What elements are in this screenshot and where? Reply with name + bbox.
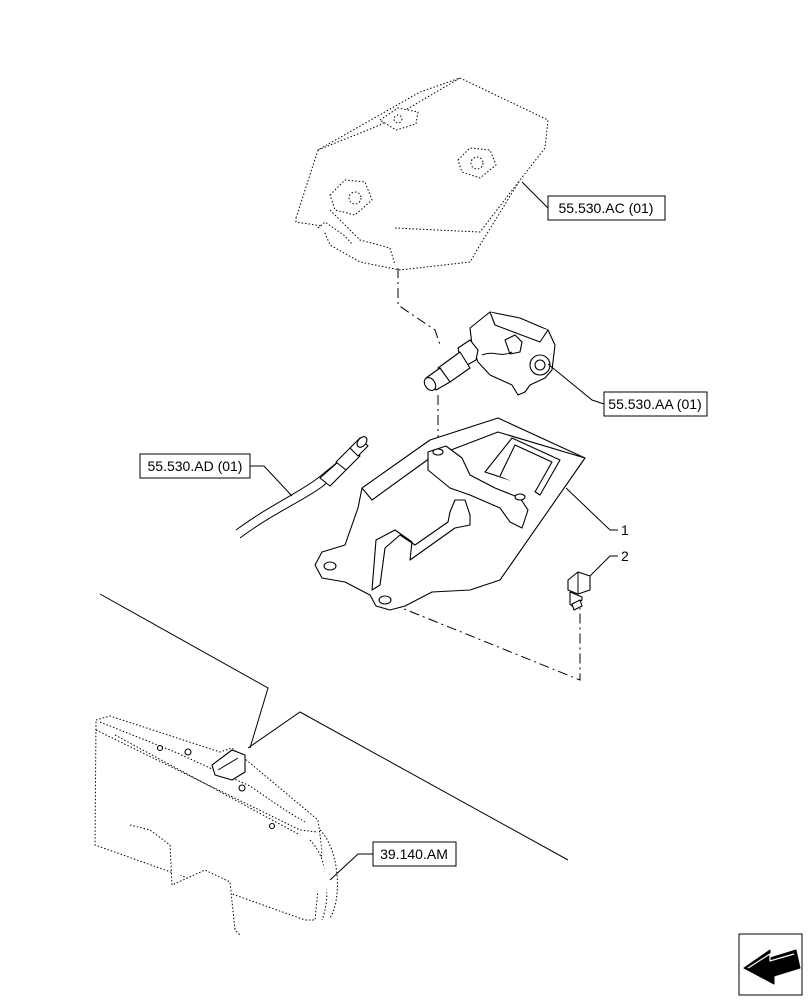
callout-cab: 39.140.AM (329, 841, 457, 881)
mounting-bolt (567, 571, 591, 611)
camera-cable (235, 436, 369, 539)
callout-camera: 55.530.AA (01) (547, 363, 708, 417)
ref-label-cab: 39.140.AM (380, 846, 448, 862)
callout-cover: 55.530.AC (01) (521, 181, 666, 221)
ref-label-camera: 55.530.AA (01) (608, 396, 701, 412)
ref-label-cover: 55.530.AC (01) (559, 200, 654, 216)
cab-structure (94, 715, 338, 936)
reference-lines (99, 593, 569, 861)
camera-bracket (314, 417, 586, 611)
rear-camera (423, 311, 556, 396)
item-number-1: 1 (621, 522, 629, 538)
camera-cover (295, 77, 549, 271)
callout-item-1: 1 (565, 487, 629, 538)
view-direction-arrow-icon[interactable] (738, 933, 803, 996)
item-number-2: 2 (621, 548, 629, 564)
ref-label-cable: 55.530.AD (01) (148, 458, 243, 474)
callout-item-2: 2 (589, 548, 629, 577)
callout-cable: 55.530.AD (01) (139, 453, 293, 497)
